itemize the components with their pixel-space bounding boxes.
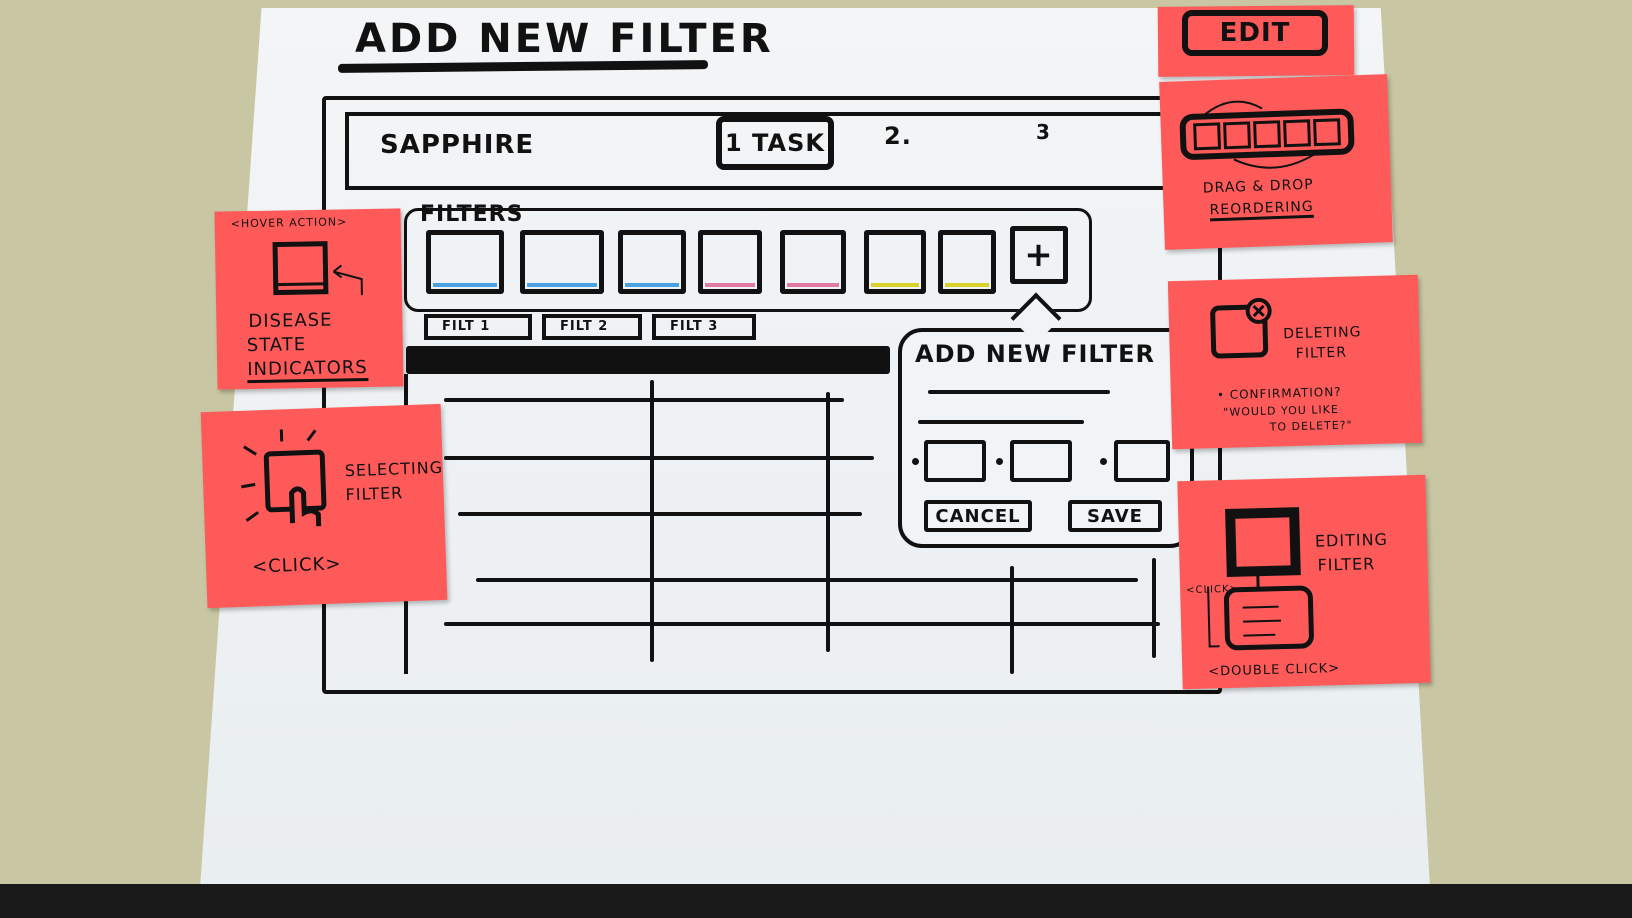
state-indicator (527, 283, 597, 287)
table-column-line (1010, 566, 1014, 674)
filter-tile-5[interactable] (780, 230, 846, 294)
state-indicator (433, 283, 497, 287)
indicators-label: INDICATORS (247, 356, 368, 384)
sticky-note-select: SELECTING FILTER <CLICK> (200, 403, 448, 609)
state-indicator (787, 283, 839, 287)
edit-button[interactable]: EDIT (1182, 10, 1328, 56)
click-hand-icon (241, 429, 327, 527)
reordering-label: REORDERING (1209, 198, 1315, 222)
name-field-line[interactable] (928, 390, 1110, 394)
filter-tab-2[interactable]: FILT 2 (542, 314, 642, 340)
state-indicator (871, 283, 919, 287)
filter-tile-3[interactable] (618, 230, 686, 294)
app-name: SAPPHIRE (380, 130, 535, 160)
deleting-filter-label: FILTER (1295, 344, 1348, 362)
step-2-tab[interactable]: 2. (884, 122, 912, 150)
edit-filter-icon (1207, 507, 1314, 651)
table-row-line (458, 512, 862, 516)
filter-tile-7[interactable] (938, 230, 996, 294)
table-row-line (444, 456, 874, 460)
drag-reorder-icon (1179, 100, 1355, 169)
hover-action-label: <HOVER ACTION> (230, 215, 348, 231)
selecting-filter-label: FILTER (345, 483, 404, 505)
filter-tab-3[interactable]: FILT 3 (652, 314, 756, 340)
filters-tray (404, 208, 1092, 312)
drag-drop-label: DRAG & DROP (1202, 176, 1315, 197)
selecting-label: SELECTING (344, 457, 444, 481)
page-title: ADD NEW FILTER (355, 16, 774, 62)
step-3-tab[interactable]: 3 (1036, 120, 1051, 144)
filters-label: FILTERS (420, 202, 524, 227)
cancel-button[interactable]: CANCEL (924, 500, 1032, 532)
sticky-note-hover: <HOVER ACTION> DISEASE STATE INDICATORS (214, 208, 404, 390)
table-row-line (444, 398, 844, 402)
hover-indicator-icon (272, 241, 363, 296)
editing-click-label: <CLICK> (1186, 583, 1240, 597)
option-box-2[interactable] (1010, 440, 1072, 482)
option-dot (996, 458, 1003, 465)
filter-tile-1[interactable] (426, 230, 504, 294)
add-filter-popover (898, 328, 1194, 548)
double-click-label: <DOUBLE CLICK> (1208, 661, 1341, 680)
description-field-line[interactable] (918, 420, 1084, 424)
step-1-tab[interactable]: 1 TASK (716, 116, 834, 170)
state-indicator (625, 283, 679, 287)
table-column-line (1152, 558, 1156, 658)
option-dot (912, 458, 919, 465)
table-column-line (826, 392, 830, 652)
add-filter-button[interactable]: + (1010, 226, 1068, 284)
confirm-question-line2: TO DELETE?" (1269, 418, 1353, 434)
filter-tile-2[interactable] (520, 230, 604, 294)
sticky-note-edit-filter: EDITING FILTER <CLICK> <DOUBLE CLICK> (1177, 474, 1431, 690)
sticky-note-reorder: DRAG & DROP REORDERING (1159, 74, 1393, 250)
filter-tab-1[interactable]: FILT 1 (424, 314, 532, 340)
click-action-label: <CLICK> (251, 553, 342, 578)
desk-edge (0, 884, 1632, 918)
option-box-1[interactable] (924, 440, 986, 482)
table-row-line (444, 622, 1160, 626)
save-button[interactable]: SAVE (1068, 500, 1162, 532)
deleting-label: DELETING (1283, 324, 1362, 343)
sticky-note-delete: DELETING FILTER • CONFIRMATION? "WOULD Y… (1167, 274, 1423, 450)
state-indicator (945, 283, 989, 287)
confirm-question-line1: "WOULD YOU LIKE (1223, 402, 1340, 419)
editing-filter-label: FILTER (1317, 554, 1376, 575)
filter-tile-4[interactable] (698, 230, 762, 294)
filter-tile-6[interactable] (864, 230, 926, 294)
table-column-line (650, 380, 654, 662)
editing-label: EDITING (1314, 529, 1389, 551)
delete-icon (1210, 297, 1272, 359)
state-label: STATE (246, 334, 307, 357)
disease-label: DISEASE (248, 309, 333, 333)
table-header (406, 346, 890, 374)
option-box-3[interactable] (1114, 440, 1170, 482)
popover-title: ADD NEW FILTER (915, 340, 1155, 368)
table-row-line (476, 578, 1138, 582)
option-dot (1100, 458, 1107, 465)
state-indicator (705, 283, 755, 287)
confirmation-label: • CONFIRMATION? (1216, 384, 1342, 403)
